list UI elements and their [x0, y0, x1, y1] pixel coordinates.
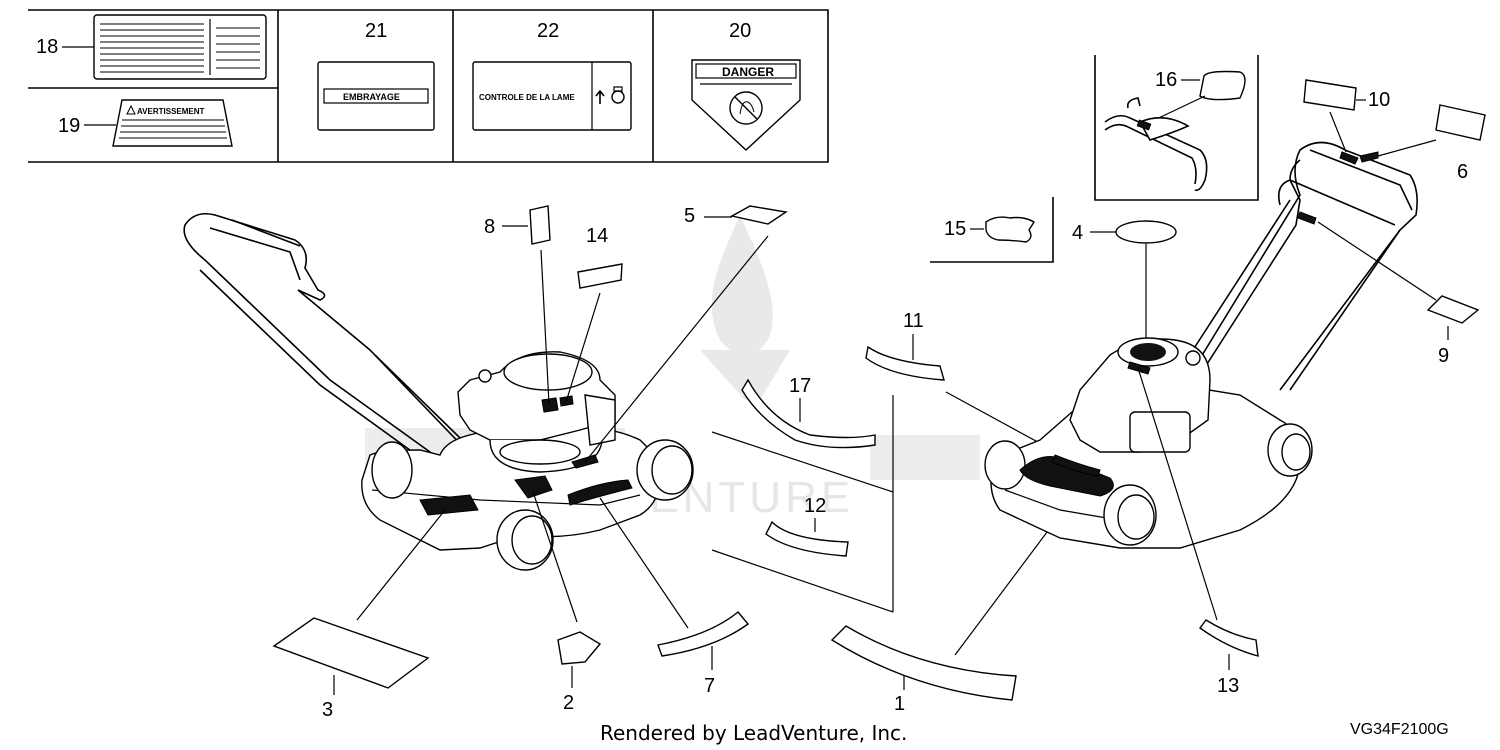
part-13[interactable] — [1199, 619, 1259, 657]
controle-text: CONTROLE DE LA LAME — [479, 93, 575, 102]
danger-text: DANGER — [722, 65, 774, 79]
callout-10: 10 — [1368, 89, 1390, 111]
part-12[interactable] — [765, 520, 849, 557]
callout-19: 19 — [58, 115, 80, 137]
part-14[interactable] — [577, 263, 623, 289]
part-5[interactable] — [730, 205, 788, 225]
label-21[interactable]: 21 EMBRAYAGE — [317, 20, 435, 131]
inset-16: 16 — [1094, 55, 1259, 201]
labels-table — [28, 9, 829, 163]
callout-18: 18 — [36, 36, 58, 58]
part-10[interactable] — [1303, 79, 1357, 111]
footer-credit: Rendered by LeadVenture, Inc. — [600, 721, 907, 745]
callout-2: 2 — [563, 692, 574, 714]
engine-icon — [611, 86, 625, 104]
embrayage-text: EMBRAYAGE — [343, 92, 400, 102]
callout-21: 21 — [365, 20, 387, 42]
diagram-code: VG34F2100G — [1350, 721, 1449, 738]
left-mower — [183, 212, 694, 571]
callout-group-right: 4 10 6 9 13 — [1072, 79, 1486, 697]
part-15[interactable] — [985, 216, 1035, 243]
label-18[interactable]: 18 — [36, 14, 267, 80]
part-16[interactable] — [1199, 70, 1246, 101]
part-9[interactable] — [1426, 295, 1480, 324]
part-7[interactable] — [657, 611, 750, 657]
callout-16: 16 — [1155, 69, 1177, 91]
callout-6: 6 — [1457, 161, 1468, 183]
callout-3: 3 — [322, 699, 333, 721]
callout-1: 1 — [894, 693, 905, 715]
label-22[interactable]: 22 CONTROLE DE LA LAME — [472, 20, 632, 131]
callout-14: 14 — [586, 225, 608, 247]
right-mower — [984, 141, 1418, 549]
arrow-up-icon — [595, 89, 605, 104]
callout-8: 8 — [484, 216, 495, 238]
part-8[interactable] — [529, 205, 551, 245]
callout-20: 20 — [729, 20, 751, 42]
callout-15: 15 — [944, 218, 966, 240]
callout-12: 12 — [804, 495, 826, 517]
hand-prohibited-icon — [729, 91, 763, 125]
label-19[interactable]: 19 AVERTISSEMENT — [58, 99, 233, 147]
callout-17: 17 — [789, 375, 811, 397]
callout-4: 4 — [1072, 222, 1083, 244]
callout-5: 5 — [684, 205, 695, 227]
part-11[interactable] — [865, 345, 945, 381]
part-17[interactable] — [741, 378, 876, 449]
warning-triangle-icon — [126, 104, 136, 115]
label-20[interactable]: 20 DANGER — [691, 20, 801, 151]
callout-9: 9 — [1438, 345, 1449, 367]
part-1[interactable] — [830, 625, 1017, 701]
callout-13: 13 — [1217, 675, 1239, 697]
part-3[interactable] — [272, 617, 430, 689]
callout-11: 11 — [903, 310, 924, 332]
callout-22: 22 — [537, 20, 559, 42]
avertissement-text: AVERTISSEMENT — [137, 107, 205, 116]
callout-7: 7 — [704, 675, 715, 697]
inset-15: 15 — [930, 197, 1054, 263]
part-2[interactable] — [557, 631, 602, 665]
part-4[interactable] — [1115, 220, 1177, 244]
callout-group-left: 8 14 5 3 2 7 — [272, 205, 788, 721]
part-6[interactable] — [1435, 104, 1486, 141]
